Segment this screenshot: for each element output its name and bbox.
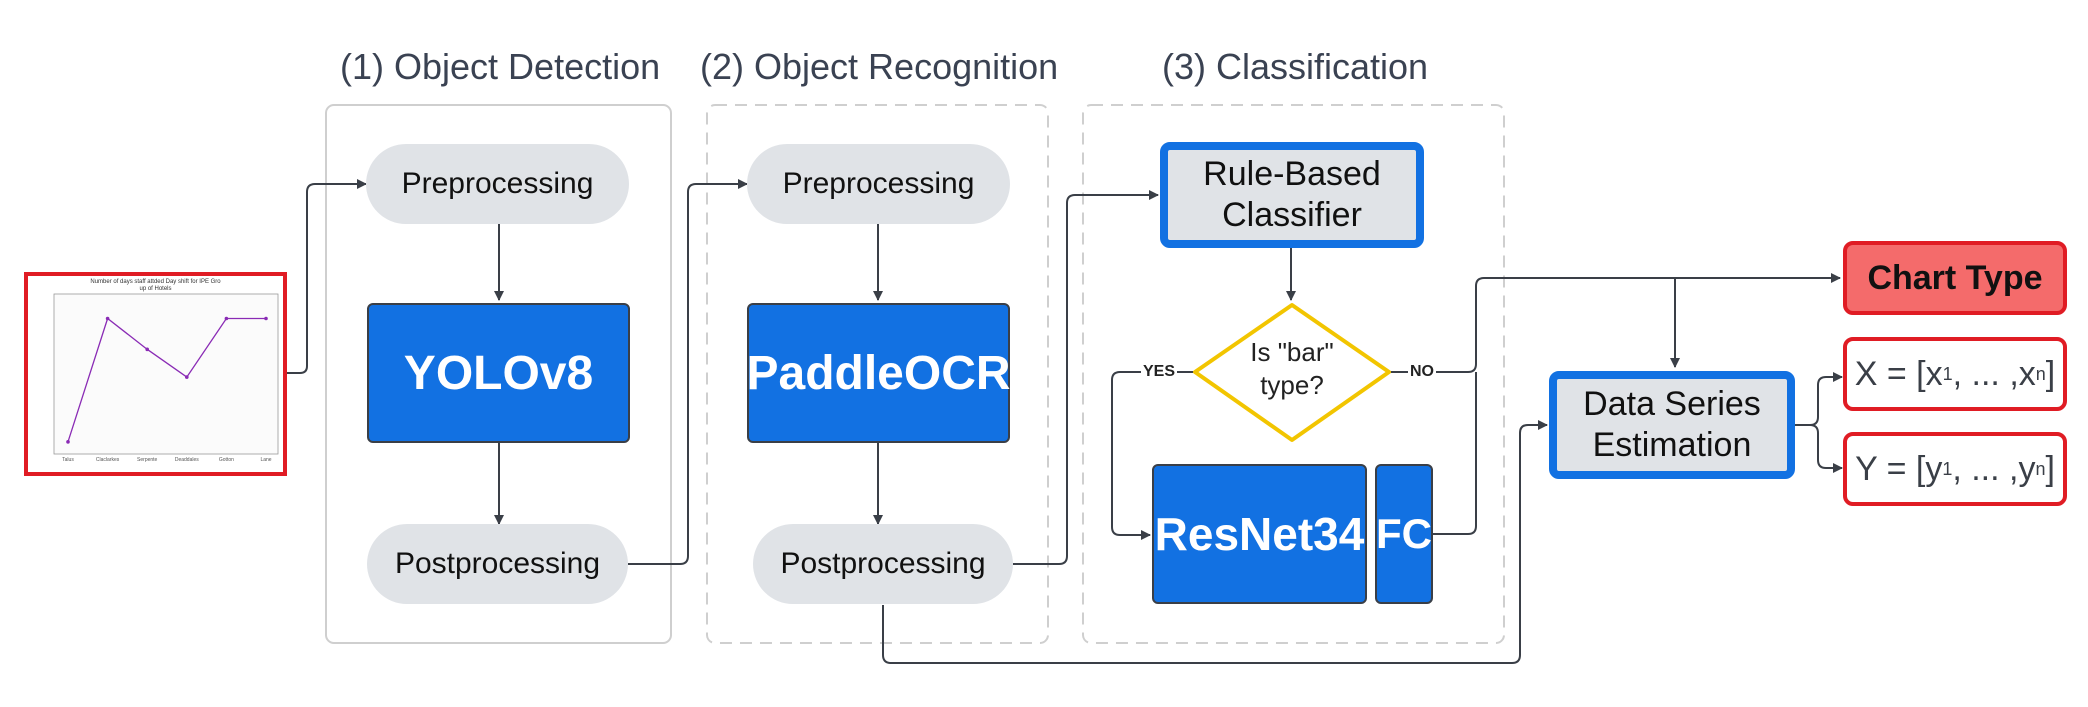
decision-label-line2: type? xyxy=(1260,369,1324,400)
stage-title-detection: (1) Object Detection xyxy=(340,46,661,87)
paddleocr-model: PaddleOCR xyxy=(746,303,1011,443)
y-series-suffix: ] xyxy=(2045,449,2055,488)
connector-recognition-to-classifier xyxy=(1013,190,1159,565)
rule-based-classifier-line2: Classifier xyxy=(1222,196,1362,234)
input-chart-title: Number of days staff attded Day shift fo… xyxy=(28,279,283,293)
x-tick-label: Lane xyxy=(260,457,271,463)
data-point xyxy=(145,347,149,352)
data-point xyxy=(66,440,70,444)
connector-yes-branch xyxy=(1111,371,1195,540)
output-chart-type: Chart Type xyxy=(1843,241,2067,315)
no-label: NO xyxy=(1408,363,1436,381)
connector-recognition-to-estimation xyxy=(882,420,1548,664)
data-series-estimation-line2: Estimation xyxy=(1592,426,1752,464)
stage-title-classification: (3) Classification xyxy=(1162,46,1429,87)
data-series-estimation: Data Series Estimation xyxy=(1549,371,1795,479)
y-series-sub1: 1 xyxy=(1942,458,1953,479)
input-chart-title-line1: Number of days staff attded Day shift fo… xyxy=(90,279,221,285)
connector-detection-to-recognition xyxy=(628,179,748,565)
rule-based-classifier-line1: Rule-Based xyxy=(1203,155,1381,194)
decision-diamond xyxy=(1193,303,1391,442)
x-tick-label: Serpente xyxy=(137,457,158,463)
classification-group xyxy=(1082,104,1505,644)
x-tick-label: Talus xyxy=(62,457,74,463)
rule-based-classifier: Rule-Based Classifier xyxy=(1160,142,1424,248)
x-series-prefix: X = [x xyxy=(1854,354,1943,393)
connector-input-to-detection xyxy=(287,179,367,374)
series-line xyxy=(67,317,266,443)
x-tick-label: Claclarkes xyxy=(96,457,120,463)
connector-estimation-to-y xyxy=(1795,424,1843,473)
data-point xyxy=(224,316,229,321)
fc-layer: FC xyxy=(1375,464,1433,604)
input-chart-thumbnail: Number of days staff attded Day shift fo… xyxy=(24,272,287,476)
yes-label: YES xyxy=(1141,363,1178,381)
detection-group xyxy=(325,104,672,644)
data-point xyxy=(185,375,189,379)
input-chart-title-line2: up of Hotels xyxy=(139,286,172,292)
decision-label: Is "bar" type? xyxy=(1222,336,1362,401)
y-series-mid: , ... ,y xyxy=(1952,449,2036,488)
connector-estimation-to-x xyxy=(1795,372,1843,426)
x-tick-label: Gotton xyxy=(219,457,234,463)
data-series-estimation-line1: Data Series xyxy=(1583,385,1761,424)
data-point xyxy=(105,316,110,321)
x-series-mid: , ... ,x xyxy=(1952,354,2036,393)
x-series-suffix: ] xyxy=(2045,354,2056,393)
x-series-sub1: 1 xyxy=(1942,363,1953,384)
recognition-preprocessing: Preprocessing xyxy=(747,144,1010,224)
connector-fc-output xyxy=(1433,372,1477,535)
decision-label-line1: Is "bar" xyxy=(1250,337,1334,367)
plot-area xyxy=(53,293,279,455)
detection-preprocessing: Preprocessing xyxy=(366,144,629,224)
stage-title-recognition: (2) Object Recognition xyxy=(700,46,1059,87)
y-series-subn: n xyxy=(2035,458,2046,479)
y-series-prefix: Y = [y xyxy=(1855,449,1943,488)
data-point xyxy=(264,316,268,321)
yolov8-model: YOLOv8 xyxy=(367,303,630,443)
x-series-subn: n xyxy=(2035,363,2046,384)
recognition-postprocessing: Postprocessing xyxy=(753,524,1013,604)
resnet34-model: ResNet34 xyxy=(1152,464,1367,604)
recognition-group xyxy=(706,104,1049,644)
detection-postprocessing: Postprocessing xyxy=(367,524,628,604)
connector-no-branch-to-chart-type xyxy=(1389,273,1841,373)
x-tick-label: Deaddales xyxy=(175,457,199,463)
input-chart-plot: Talus Claclarkes Serpente Deaddales Gotton La… xyxy=(53,293,279,463)
